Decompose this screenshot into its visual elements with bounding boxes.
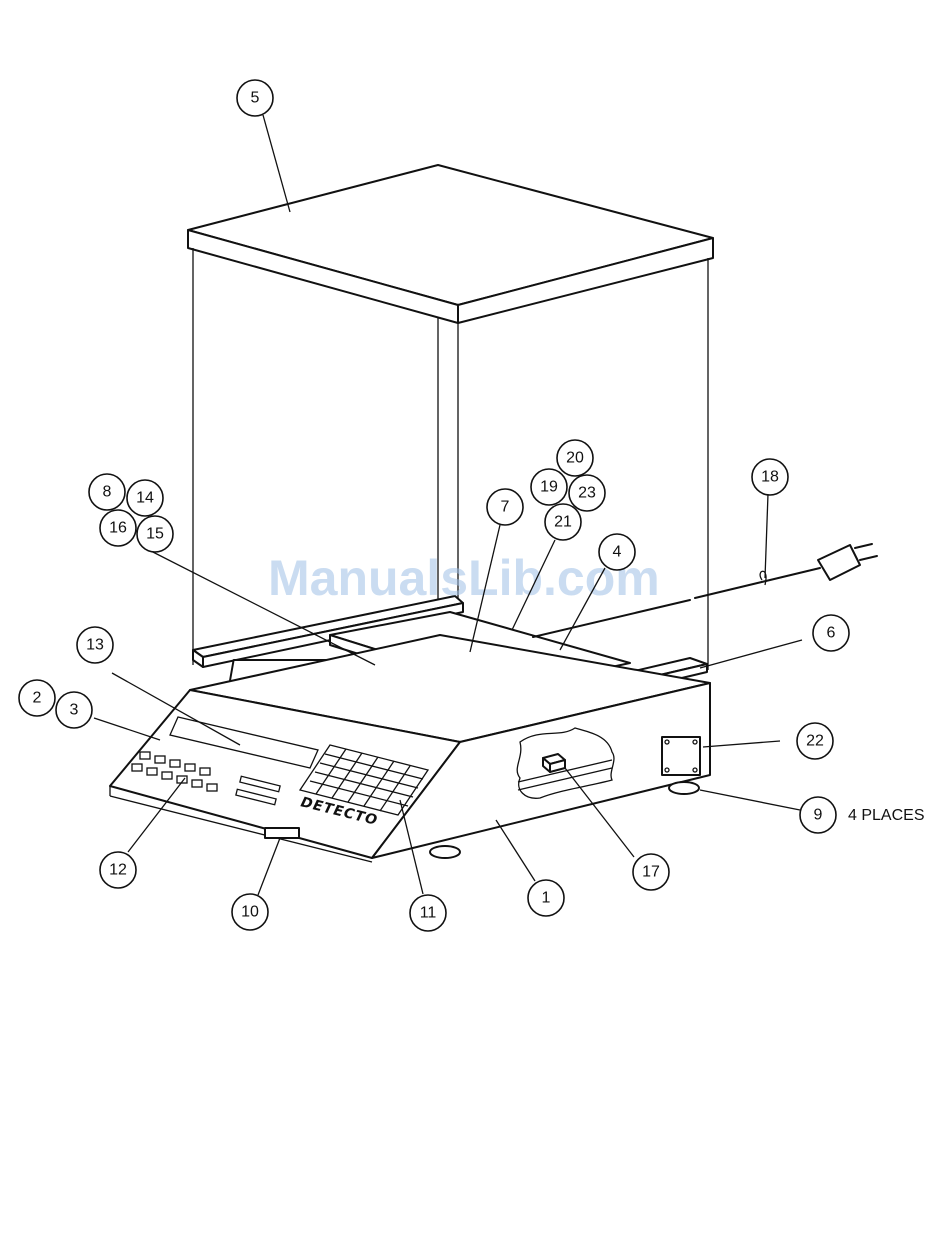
callout-23: 23	[569, 475, 605, 511]
callout-label: 7	[501, 499, 510, 516]
callout-10: 10	[232, 894, 268, 930]
callout-22: 22	[797, 723, 833, 759]
callout-18: 18	[752, 459, 788, 495]
callout-label: 23	[578, 485, 596, 502]
callout-label: 4	[613, 544, 622, 561]
callout-label: 17	[642, 864, 660, 881]
callout-label: 9	[814, 807, 823, 824]
callout-label: 2	[33, 690, 42, 707]
callout-4: 4	[599, 534, 635, 570]
callout-11: 11	[410, 895, 446, 931]
callout-1: 1	[528, 880, 564, 916]
callout-15: 15	[137, 516, 173, 552]
callout-12: 12	[100, 852, 136, 888]
callout-6: 6	[813, 615, 849, 651]
callout-label: 13	[86, 637, 104, 654]
callout-label: 6	[827, 625, 836, 642]
callout-19: 19	[531, 469, 567, 505]
callout-label: 16	[109, 520, 127, 537]
callout-9: 9	[800, 797, 836, 833]
callout-label: 1	[542, 890, 551, 907]
callout-label: 14	[136, 490, 154, 507]
callout-label: 5	[251, 90, 260, 107]
callout-label: 22	[806, 733, 824, 750]
base-housing: DETECTO	[110, 635, 710, 862]
callout-20: 20	[557, 440, 593, 476]
callout-label: 10	[241, 904, 259, 921]
callout-label: 8	[103, 484, 112, 501]
callout-label: 19	[540, 479, 558, 496]
callout-3: 3	[56, 692, 92, 728]
callout-8: 8	[89, 474, 125, 510]
feet-quantity-note: 4 PLACES	[848, 807, 924, 824]
callout-2: 2	[19, 680, 55, 716]
callout-label: 18	[761, 469, 779, 486]
callout-21: 21	[545, 504, 581, 540]
callout-14: 14	[127, 480, 163, 516]
callout-13: 13	[77, 627, 113, 663]
callout-label: 3	[70, 702, 79, 719]
callout-label: 20	[566, 450, 584, 467]
callout-7: 7	[487, 489, 523, 525]
callout-label: 12	[109, 862, 127, 879]
callout-label: 11	[420, 905, 437, 922]
callout-16: 16	[100, 510, 136, 546]
callout-label: 15	[146, 526, 164, 543]
callout-17: 17	[633, 854, 669, 890]
callout-5: 5	[237, 80, 273, 116]
callout-label: 21	[554, 514, 572, 531]
